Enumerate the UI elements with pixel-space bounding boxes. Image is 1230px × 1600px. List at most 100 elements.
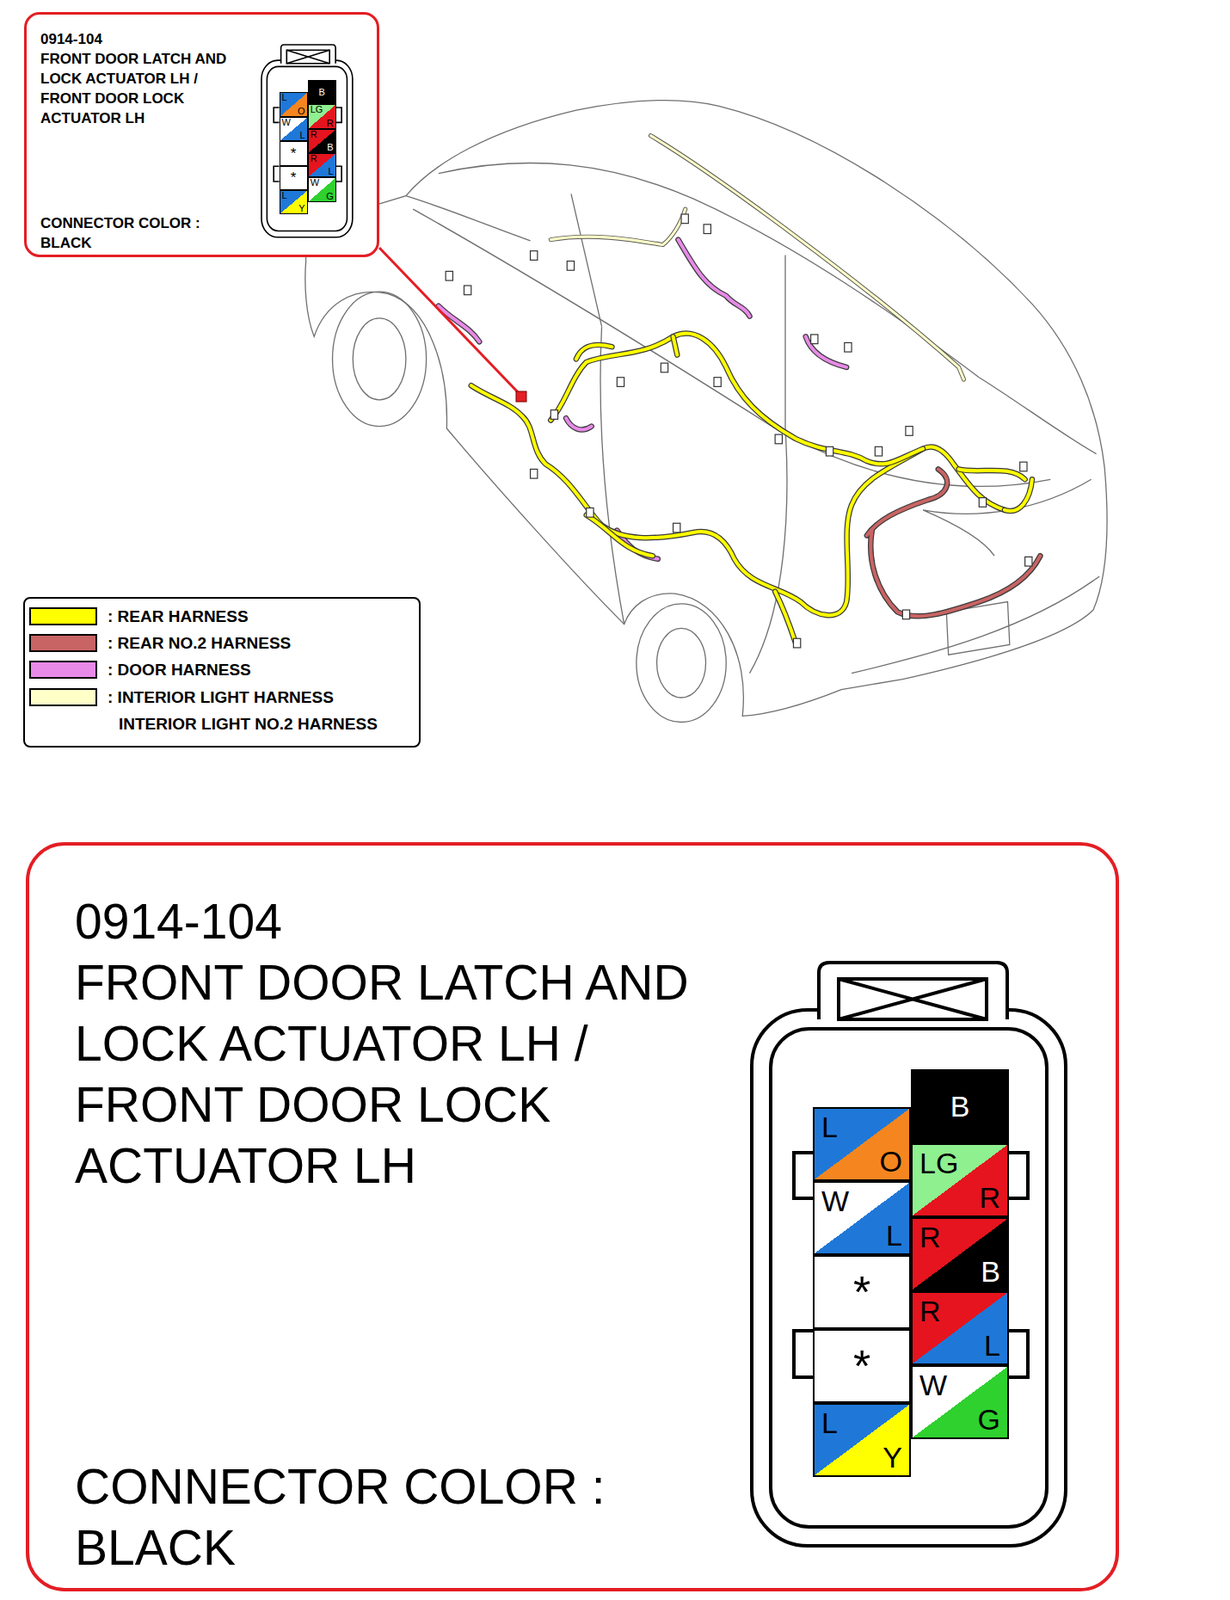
wire-color-code: O [297,106,306,117]
legend-swatch [29,633,98,652]
connector-callout: 0914-104FRONT DOOR LATCH AND LOCK ACTUAT… [25,842,1120,1592]
connector-pin: LY [279,190,308,215]
trunk-line [922,479,1092,556]
rear-wheel [657,627,707,698]
harness-connector [586,507,594,517]
rear-no2-harness [867,468,1041,616]
front-wheel [332,291,427,427]
legend-box: : REAR HARNESS : REAR NO.2 HARNESS : DOOR … [23,596,421,748]
harness-connector [825,446,833,456]
body-line [405,196,531,241]
rear-harness [550,333,923,465]
connector-pin: WL [279,116,308,142]
connector-pin: RB [307,129,337,154]
harness-wires [438,135,1041,643]
harness-connector [616,377,624,388]
wire-color-code: L [821,1112,838,1142]
harness-connector [902,609,910,620]
harness-connector [530,468,538,479]
callout-ground [24,12,380,258]
wire-color-code: R [310,129,318,140]
car-illustration [305,100,1107,723]
wire-color-code: LG [310,104,324,115]
wire-color-code: R [310,153,318,164]
wire-color-code: * [290,146,297,161]
harness-connector [811,334,818,345]
body-line [305,100,1107,717]
wire-color-code: B [950,1091,971,1121]
harness-connector [905,426,913,437]
connector-pin: * [279,166,308,191]
connector-pin: LGR [910,1143,1009,1218]
legend-swatch [29,688,98,707]
car-body-lines [305,100,1107,723]
wire-color-code: L [282,92,288,103]
harness-connector [660,362,668,373]
bumper-line [851,576,1100,674]
wire-color-code: B [318,87,325,98]
legend-text: : DOOR HARNESS [107,660,252,680]
harness-connector [673,522,681,533]
text-column: 0914-104FRONT DOOR LATCH AND LOCK ACTUAT… [74,891,729,1197]
connector-location-mark [516,391,527,402]
legend-text: : REAR HARNESS [107,607,249,627]
connector-pin: B [910,1069,1009,1144]
rear-harness [576,336,1033,643]
connector-housing [751,962,1066,1546]
wire-color-code: G [325,191,334,202]
legend-swatch [29,660,98,679]
legend-swatch [29,607,98,626]
rear-no2-harness [867,468,1041,616]
wire-color-code: R [919,1296,941,1326]
harness-connector [550,410,558,420]
door-line [600,325,788,673]
connector-pin: * [279,141,308,166]
harness-connector [774,434,782,444]
harness-connector [463,285,471,296]
connector-pin: B [307,79,337,105]
harness-connector [681,214,689,224]
connector-pin: LY [812,1402,911,1477]
connector-color: CONNECTOR COLOR : BLACK [74,1456,677,1579]
connector-pin: * [812,1254,911,1329]
part-name: FRONT DOOR LATCH AND LOCK ACTUATOR LH / … [40,49,240,129]
connector-color: CONNECTOR COLOR : BLACK [40,213,239,253]
wire-color-code: O [879,1146,903,1176]
connector-pin: LGR [307,104,337,129]
connector-pin: RL [910,1291,1009,1366]
connector-pin: WG [307,177,337,202]
harness-connector [844,342,852,352]
connector-callout: 0914-104FRONT DOOR LATCH AND LOCK ACTUAT… [24,12,380,258]
connector-pin: RB [910,1217,1009,1292]
wire-color-code: R [919,1222,941,1252]
wire-color-code: W [282,117,291,128]
wire-color-code: L [300,130,306,141]
harness-connector [793,638,800,648]
harness-connector [874,446,882,456]
wire-color-code: L [984,1330,1001,1360]
harness-connector [713,377,721,388]
harness-connector [1025,556,1033,566]
wire-color-code: G [977,1404,1001,1434]
wire-color-code: W [310,178,320,188]
connector-pin: * [812,1328,911,1403]
legend-text: : REAR NO.2 HARNESS [107,633,291,653]
wire-color-code: * [853,1269,871,1315]
wire-color-code: * [290,170,297,185]
harness-connector [566,261,574,271]
interior-light-harness [550,135,964,380]
wire-color-code: L [282,190,288,201]
rear-harness [550,333,923,465]
text-column: 0914-104FRONT DOOR LATCH AND LOCK ACTUAT… [40,29,240,129]
harness-connector [445,270,453,281]
connector-pin: WL [812,1180,911,1255]
part-number: 0914-104 [40,29,240,50]
wire-color-code: R [978,1182,1001,1212]
rear-harness [576,336,1033,643]
connector-pin: LO [279,92,308,117]
wire-color-code: L [885,1220,903,1250]
wire-color-code: W [919,1370,948,1400]
interior-light-harness [550,135,964,380]
connector-pin: WG [910,1365,1009,1440]
